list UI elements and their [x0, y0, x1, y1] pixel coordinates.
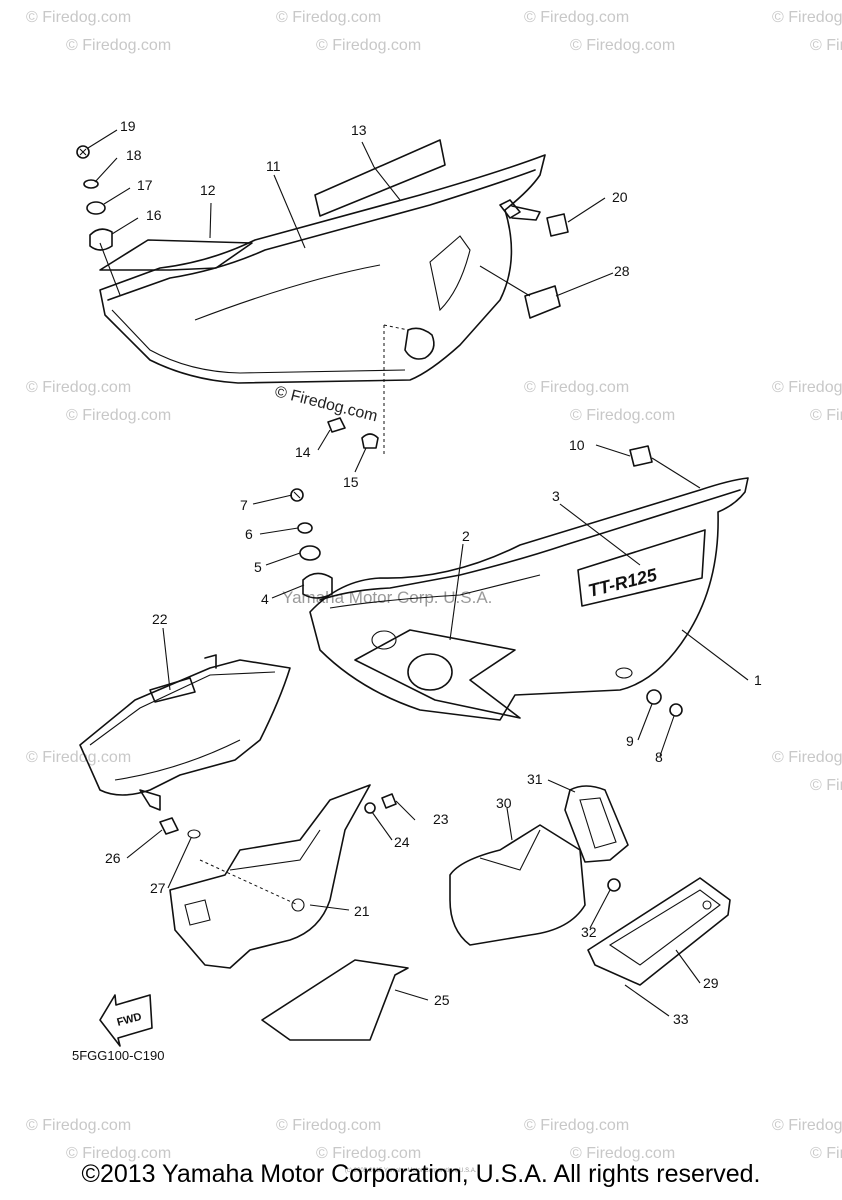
callout-16: 16 — [146, 207, 162, 223]
watermark: © Firedog.com — [772, 379, 842, 396]
callout-27: 27 — [150, 880, 166, 896]
callout-29: 29 — [703, 975, 719, 991]
diagram-code: 5FGG100-C190 — [72, 1048, 165, 1063]
callout-1: 1 — [754, 672, 762, 688]
watermark: © Firedog.com — [66, 407, 171, 424]
copyright-notice: ©2013 Yamaha Motor Corporation, U.S.A. A… — [81, 1160, 761, 1188]
watermark: © Firedog.com — [276, 1117, 381, 1134]
callout-25: 25 — [434, 992, 450, 1008]
bracket-22 — [79, 654, 291, 811]
callout-3: 3 — [552, 488, 560, 504]
watermark: © Firedog.com — [810, 1145, 842, 1162]
callout-9: 9 — [626, 733, 634, 749]
fwd-arrow: FWD — [99, 994, 153, 1047]
callout-15: 15 — [343, 474, 359, 490]
callout-20: 20 — [612, 189, 628, 205]
watermark: © Firedog.com — [772, 1117, 842, 1134]
callout-8: 8 — [655, 749, 663, 765]
callout-2: 2 — [462, 528, 470, 544]
callout-10: 10 — [569, 437, 585, 453]
callout-5: 5 — [254, 559, 262, 575]
callout-7: 7 — [240, 497, 248, 513]
watermark: © Firedog.com — [26, 9, 131, 26]
toolbox-30 — [449, 785, 629, 946]
watermark: © Firedog.com — [524, 1117, 629, 1134]
watermark-layer: © Firedog.com © Firedog.com © Firedog.co… — [26, 9, 842, 1162]
callout-24: 24 — [394, 834, 410, 850]
watermark: © Firedog.com — [66, 1145, 171, 1162]
watermark: © Firedog.com — [316, 37, 421, 54]
callout-23: 23 — [433, 811, 449, 827]
watermark: © Firedog.com — [772, 749, 842, 766]
watermark: © Firedog.com — [26, 1117, 131, 1134]
upper-fasteners — [76, 145, 569, 449]
watermark: © Firedog.com — [26, 379, 131, 396]
callout-labels: 1 2 3 4 5 6 7 8 9 10 11 12 13 14 15 16 1… — [105, 118, 762, 1027]
callout-17: 17 — [137, 177, 153, 193]
watermark: © Firedog.com — [26, 749, 131, 766]
plate-33 — [587, 877, 731, 986]
watermark: © Firedog.com — [810, 777, 842, 794]
upper-side-cover — [99, 139, 546, 455]
watermark: © Firedog.com — [524, 379, 629, 396]
watermark: © Firedog.com — [570, 37, 675, 54]
tt-r-decal-text: TT-R125 — [586, 564, 660, 601]
watermark: © Firedog.com — [570, 407, 675, 424]
callout-31: 31 — [527, 771, 543, 787]
watermark-center: © Firedog.com — [273, 383, 379, 425]
callout-22: 22 — [152, 611, 168, 627]
callout-18: 18 — [126, 147, 142, 163]
watermark: © Firedog.com — [810, 407, 842, 424]
callout-26: 26 — [105, 850, 121, 866]
callout-21: 21 — [354, 903, 370, 919]
callout-28: 28 — [614, 263, 630, 279]
leader-lines — [87, 129, 749, 1017]
watermark: © Firedog.com — [570, 1145, 675, 1162]
callout-4: 4 — [261, 591, 269, 607]
watermark: © Firedog.com — [810, 37, 842, 54]
callout-14: 14 — [295, 444, 311, 460]
callout-12: 12 — [200, 182, 216, 198]
misc-fasteners — [159, 793, 397, 839]
watermark-inline: Yamaha Motor Corp. U.S.A. — [282, 588, 492, 607]
callout-13: 13 — [351, 122, 367, 138]
callout-32: 32 — [581, 924, 597, 940]
watermark: © Firedog.com — [316, 1145, 421, 1162]
airbox-cover-21 — [169, 784, 371, 969]
fine-print: (c) 2005-2015 Yamaha Motor Corporation, … — [345, 1168, 477, 1174]
callout-30: 30 — [496, 795, 512, 811]
watermark: © Firedog.com — [772, 9, 842, 26]
callout-11: 11 — [266, 158, 281, 174]
sheet-25 — [261, 959, 409, 1041]
watermark: © Firedog.com — [276, 9, 381, 26]
callout-19: 19 — [120, 118, 136, 134]
watermark: © Firedog.com — [66, 37, 171, 54]
watermark: © Firedog.com — [524, 9, 629, 26]
callout-6: 6 — [245, 526, 253, 542]
callout-33: 33 — [673, 1011, 689, 1027]
fwd-label: FWD — [116, 1011, 143, 1029]
